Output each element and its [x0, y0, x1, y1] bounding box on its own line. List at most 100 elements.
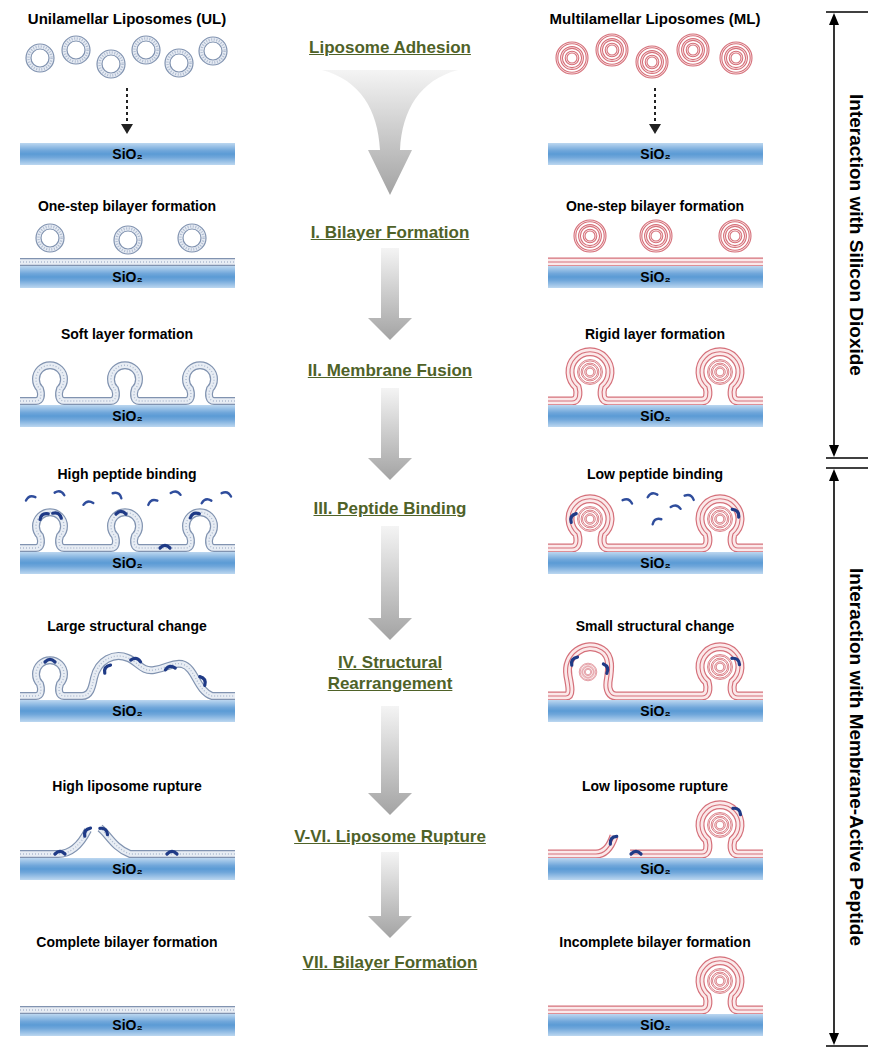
substrate-bar: SiO₂ [20, 405, 235, 427]
ruptured-layer [548, 805, 763, 854]
bilayer-core [20, 1007, 235, 1013]
bound-peptide [631, 852, 641, 855]
multilamellar-liposome [708, 969, 733, 994]
bilayer-core [548, 647, 763, 696]
substrate-label: SiO₂ [640, 269, 670, 285]
substrate-label: SiO₂ [640, 555, 670, 571]
bilayer-core [20, 656, 235, 696]
column-heading: Unilamellar Liposomes (UL) [2, 10, 252, 28]
multilamellar-liposome [556, 42, 588, 74]
step-label: IV. Structural Rearrangement [300, 652, 480, 694]
bilayer-core [548, 961, 763, 1010]
bilayer-lamella [548, 805, 763, 854]
bracket-tick [826, 457, 868, 459]
bilayer-edge [548, 961, 763, 1010]
stage-caption: Rigid layer formation [535, 326, 775, 343]
multilamellar-liposome [720, 42, 752, 74]
peptide [201, 498, 211, 503]
multilamellar-liposome [596, 34, 628, 66]
substrate-bar: SiO₂ [548, 858, 763, 880]
unilamellar-liposome [199, 37, 227, 65]
stage-caption: Soft layer formation [7, 326, 247, 343]
bound-peptide [116, 512, 126, 515]
multilamellar-liposome [708, 813, 733, 838]
substrate-bar: SiO₂ [20, 552, 235, 574]
soft-layer [20, 365, 235, 401]
bound-peptide [165, 666, 175, 670]
bound-peptide [733, 806, 742, 814]
bilayer-edge [548, 805, 763, 854]
bilayer-core [20, 365, 235, 401]
stage-caption: Low peptide binding [535, 466, 775, 483]
bilayer [20, 1010, 235, 1011]
stage-caption: High liposome rupture [7, 778, 247, 795]
bilayer-lipids [20, 1009, 235, 1010]
bilayer-lipids [20, 261, 235, 262]
substrate-bar: SiO₂ [548, 1014, 763, 1036]
peptide [651, 517, 661, 524]
bound-peptide [131, 658, 141, 662]
unilamellar-liposome [26, 44, 54, 72]
bilayer-edge [20, 828, 235, 854]
peptide [147, 498, 157, 504]
substrate-label: SiO₂ [112, 269, 142, 285]
peptide [113, 491, 123, 498]
bound-peptide [45, 660, 55, 663]
peptide [685, 493, 695, 499]
bilayer-core [548, 805, 763, 854]
soft-layer [20, 512, 235, 548]
flow-arrow [368, 706, 412, 815]
bilayer-edge [20, 1006, 235, 1014]
bilayer-edge [548, 647, 763, 696]
unilamellar-liposome [165, 49, 193, 77]
peptide [25, 495, 35, 501]
arrowhead [121, 124, 133, 134]
bilayer-core [20, 512, 235, 548]
step-label: III. Peptide Binding [240, 498, 540, 519]
bracket-label: Interaction with Membrane-Active Peptide [845, 568, 867, 946]
substrate-label: SiO₂ [640, 146, 670, 162]
stage-caption: High peptide binding [7, 466, 247, 483]
bilayer-lipids [20, 828, 235, 854]
bilayer-edge [20, 656, 235, 696]
stage-caption: Low liposome rupture [535, 778, 775, 795]
bilayer-edge [20, 365, 235, 401]
bilayer [20, 262, 235, 263]
dashed-arrow [654, 88, 656, 124]
substrate-bar: SiO₂ [548, 405, 763, 427]
incomplete-bilayer [548, 961, 763, 1010]
unilamellar-liposome [114, 226, 142, 254]
substrate-bar: SiO₂ [20, 700, 235, 722]
rigid-layer [548, 352, 763, 401]
funnel-arrow [322, 70, 458, 195]
unilamellar-liposome [178, 224, 206, 252]
substrate-label: SiO₂ [640, 1017, 670, 1033]
stage-caption: Large structural change [7, 618, 247, 635]
bilayer-lamella [548, 499, 763, 548]
bracket-arrowhead [829, 445, 839, 457]
bound-peptide [160, 546, 170, 549]
substrate-label: SiO₂ [112, 703, 142, 719]
peptide [623, 498, 633, 504]
stage-caption: Small structural change [535, 618, 775, 635]
multilamellar-liposome [708, 360, 733, 385]
multilamellar-liposome [574, 220, 606, 252]
rearranged-layer [20, 656, 235, 696]
bound-peptide [103, 664, 111, 674]
multilamellar-liposome [708, 507, 733, 532]
substrate-label: SiO₂ [112, 146, 142, 162]
bound-peptide [603, 663, 609, 673]
substrate-bar: SiO₂ [548, 143, 763, 165]
multilamellar-liposome [578, 507, 603, 532]
flow-arrow [368, 248, 412, 340]
multilamellar-liposome [579, 663, 597, 681]
peptide [55, 490, 65, 495]
arrowhead [649, 124, 661, 134]
substrate-bar: SiO₂ [548, 700, 763, 722]
substrate-bar: SiO₂ [20, 1014, 235, 1036]
stage-caption: Incomplete bilayer formation [535, 934, 775, 951]
stage-caption: One-step bilayer formation [535, 198, 775, 215]
bilayer-lamella [548, 647, 763, 696]
substrate-bar: SiO₂ [20, 266, 235, 288]
